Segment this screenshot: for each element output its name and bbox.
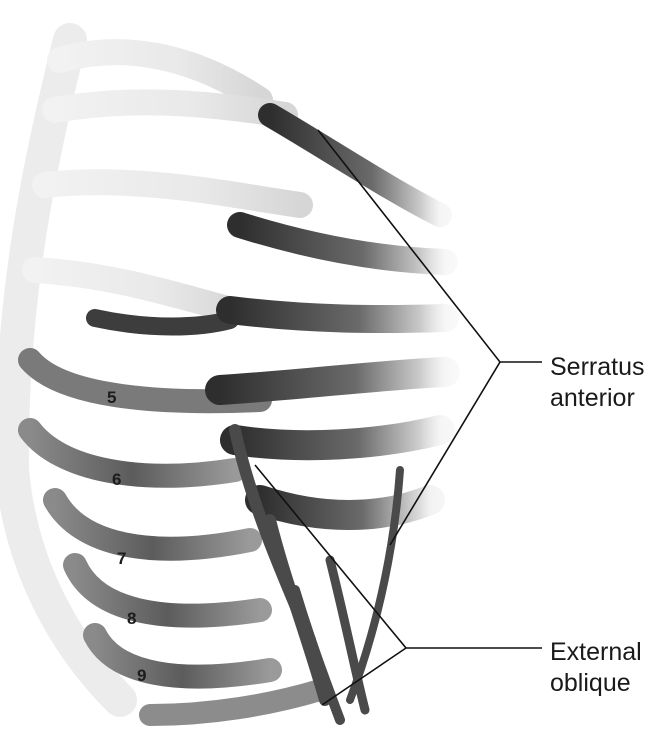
- muscle-edge-fade: [420, 100, 480, 620]
- oblique-label-line-2: oblique: [550, 668, 642, 699]
- serratus-label-line-1: Serratus: [550, 352, 644, 383]
- rib-6: [30, 430, 235, 476]
- rib-3: [45, 182, 300, 205]
- serratus-slip-4: [220, 372, 445, 390]
- serratus-slip-5: [235, 430, 440, 445]
- rib-number-9: 9: [137, 666, 146, 685]
- serratus-slip-2: [240, 225, 445, 262]
- rib-4-shaft: [95, 318, 230, 327]
- rib-9: [95, 635, 270, 677]
- serratus-label-line-2: anterior: [550, 383, 644, 414]
- rib-10: [150, 690, 320, 715]
- upper-ribs: [35, 52, 300, 326]
- rib-number-5: 5: [107, 388, 116, 407]
- rib-number-8: 8: [127, 609, 136, 628]
- external-oblique-label: External oblique: [550, 637, 642, 699]
- rib-2: [55, 102, 285, 115]
- rib-number-7: 7: [117, 549, 126, 568]
- oblique-label-line-1: External: [550, 637, 642, 668]
- rib-number-6: 6: [112, 470, 121, 489]
- rib-8: [75, 565, 260, 616]
- rib-4: [35, 270, 240, 312]
- serratus-anterior-muscle: [220, 115, 445, 515]
- rib-7: [55, 500, 250, 549]
- serratus-anterior-label: Serratus anterior: [550, 352, 644, 414]
- serratus-slip-3: [230, 310, 445, 319]
